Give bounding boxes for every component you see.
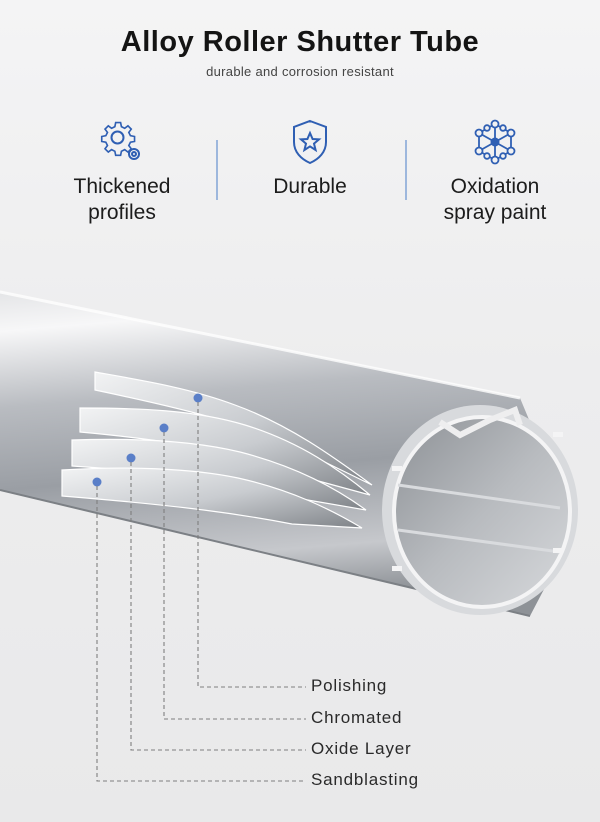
marker-polishing	[193, 393, 203, 403]
molecule-network-icon	[474, 119, 516, 165]
feature-label: Durable	[273, 175, 347, 198]
callout-chromated: Chromated	[311, 708, 403, 727]
feature-durable: Durable	[225, 116, 395, 200]
marker-sandblasting	[92, 477, 102, 487]
feature-oxidation-spray-paint: Oxidation spray paint	[410, 116, 580, 226]
gear-icon	[100, 121, 140, 160]
feature-label: Oxidation spray paint	[443, 175, 547, 224]
page-title: Alloy Roller Shutter Tube	[120, 26, 480, 58]
divider	[405, 140, 407, 200]
roller-tube-illustration	[0, 290, 578, 617]
callout-polishing: Polishing	[311, 676, 388, 695]
callout-oxide-layer: Oxide Layer	[311, 739, 412, 758]
marker-chromated	[159, 423, 169, 433]
shield-star-icon	[293, 119, 327, 165]
feature-thickened-profiles: Thickened profiles	[37, 116, 207, 226]
callout-sandblasting: Sandblasting	[311, 770, 419, 789]
feature-label: Thickened profiles	[73, 175, 171, 224]
divider	[216, 140, 218, 200]
marker-oxide-layer	[126, 453, 136, 463]
page-subtitle: durable and corrosion resistant	[206, 64, 394, 79]
